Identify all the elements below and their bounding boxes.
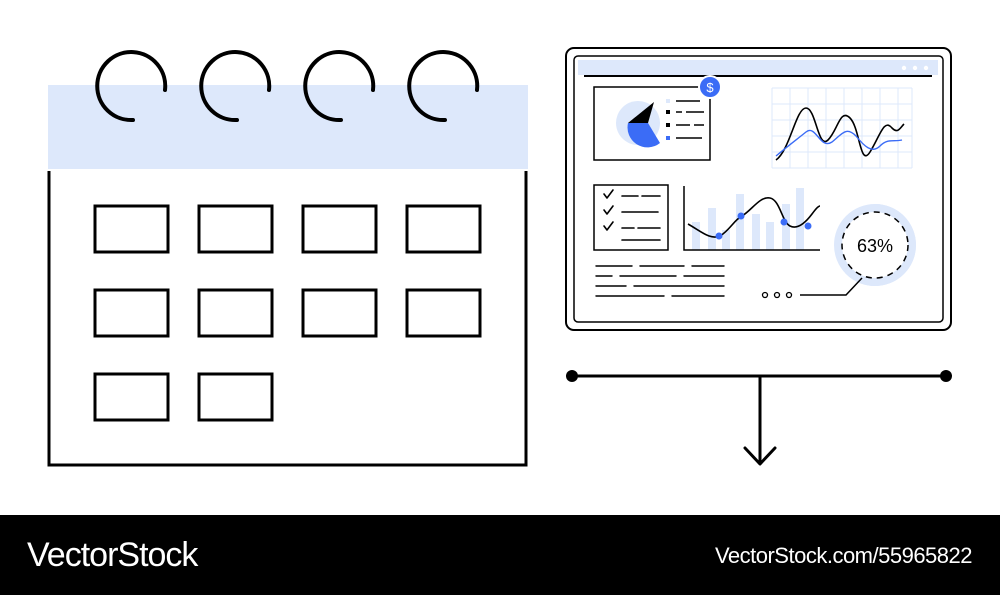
calendar-day-cell — [405, 288, 482, 338]
more-dots — [761, 291, 793, 299]
connector — [566, 370, 952, 466]
pie-chart-panel: $ — [593, 75, 722, 161]
calendar-day-cell — [301, 288, 378, 338]
check-mark — [603, 205, 614, 215]
line-series-blue — [775, 129, 903, 157]
calendar-header-band — [48, 85, 528, 169]
calendar-icon — [47, 50, 528, 467]
check-mark — [603, 189, 614, 199]
calendar-ring — [303, 50, 376, 123]
calendar-day-cell — [93, 204, 170, 254]
callout-line — [800, 277, 863, 296]
donut-progress-icon: 63% — [834, 204, 916, 286]
calendar-day-cell — [93, 372, 170, 422]
bar-series — [692, 188, 804, 250]
pie-chart-card — [593, 86, 711, 161]
calendar-ring — [199, 50, 272, 123]
image-reference: VectorStock.com/55965822 — [714, 543, 973, 568]
calendar-day-grid — [93, 204, 482, 422]
window-dot — [912, 65, 918, 71]
watermark-footer: VectorStock VectorStock.com/55965822 — [0, 515, 1000, 595]
calendar-day-cell — [301, 204, 378, 254]
calendar-ring — [407, 50, 480, 123]
dollar-badge-icon: $ — [698, 75, 722, 99]
checklist-icon — [593, 184, 669, 251]
chart-axis — [683, 186, 820, 251]
calendar-day-cell — [197, 372, 274, 422]
calendar-day-cell — [405, 204, 482, 254]
window-control-dots — [901, 65, 929, 71]
monitor-title-bar — [578, 60, 938, 75]
connector-end-dot — [566, 370, 578, 382]
legend-swatch — [666, 123, 670, 127]
pie-slice-dark — [628, 102, 654, 123]
window-dot — [901, 65, 907, 71]
dollar-badge-circle — [698, 75, 722, 99]
calendar-day-cell — [197, 288, 274, 338]
brand-logo-text: VectorStock — [27, 536, 198, 574]
dashboard-monitor-icon: $ — [565, 47, 952, 331]
text-placeholder-lines — [595, 265, 725, 297]
illustration: $ — [47, 47, 952, 467]
calendar-day-cell — [197, 204, 274, 254]
monitor-outer-frame — [565, 47, 952, 331]
legend-swatch — [666, 110, 670, 114]
calendar-day-cell — [93, 288, 170, 338]
progress-label: 63% — [857, 236, 893, 256]
donut-progress-arc — [845, 204, 916, 286]
checklist-card — [593, 184, 669, 251]
pie-slice-blue — [627, 123, 660, 148]
calendar-ring — [95, 50, 168, 123]
calendar-rings — [95, 50, 480, 123]
calendar-body — [47, 171, 528, 467]
line-series-dark — [775, 107, 905, 161]
monitor-screen — [573, 55, 944, 323]
arrow-down-icon — [743, 446, 777, 466]
legend-swatch — [666, 136, 670, 140]
trend-points — [715, 212, 812, 240]
line-chart-grid — [771, 87, 913, 169]
connector-end-dot — [940, 370, 952, 382]
donut-dashed-outline — [841, 211, 909, 279]
legend-swatch — [666, 99, 670, 103]
pie-legend — [666, 99, 704, 140]
check-mark — [603, 221, 614, 231]
window-dot — [923, 65, 929, 71]
line-chart-icon — [771, 87, 913, 169]
bar-line-chart — [683, 186, 821, 251]
dollar-badge-symbol: $ — [706, 80, 714, 95]
